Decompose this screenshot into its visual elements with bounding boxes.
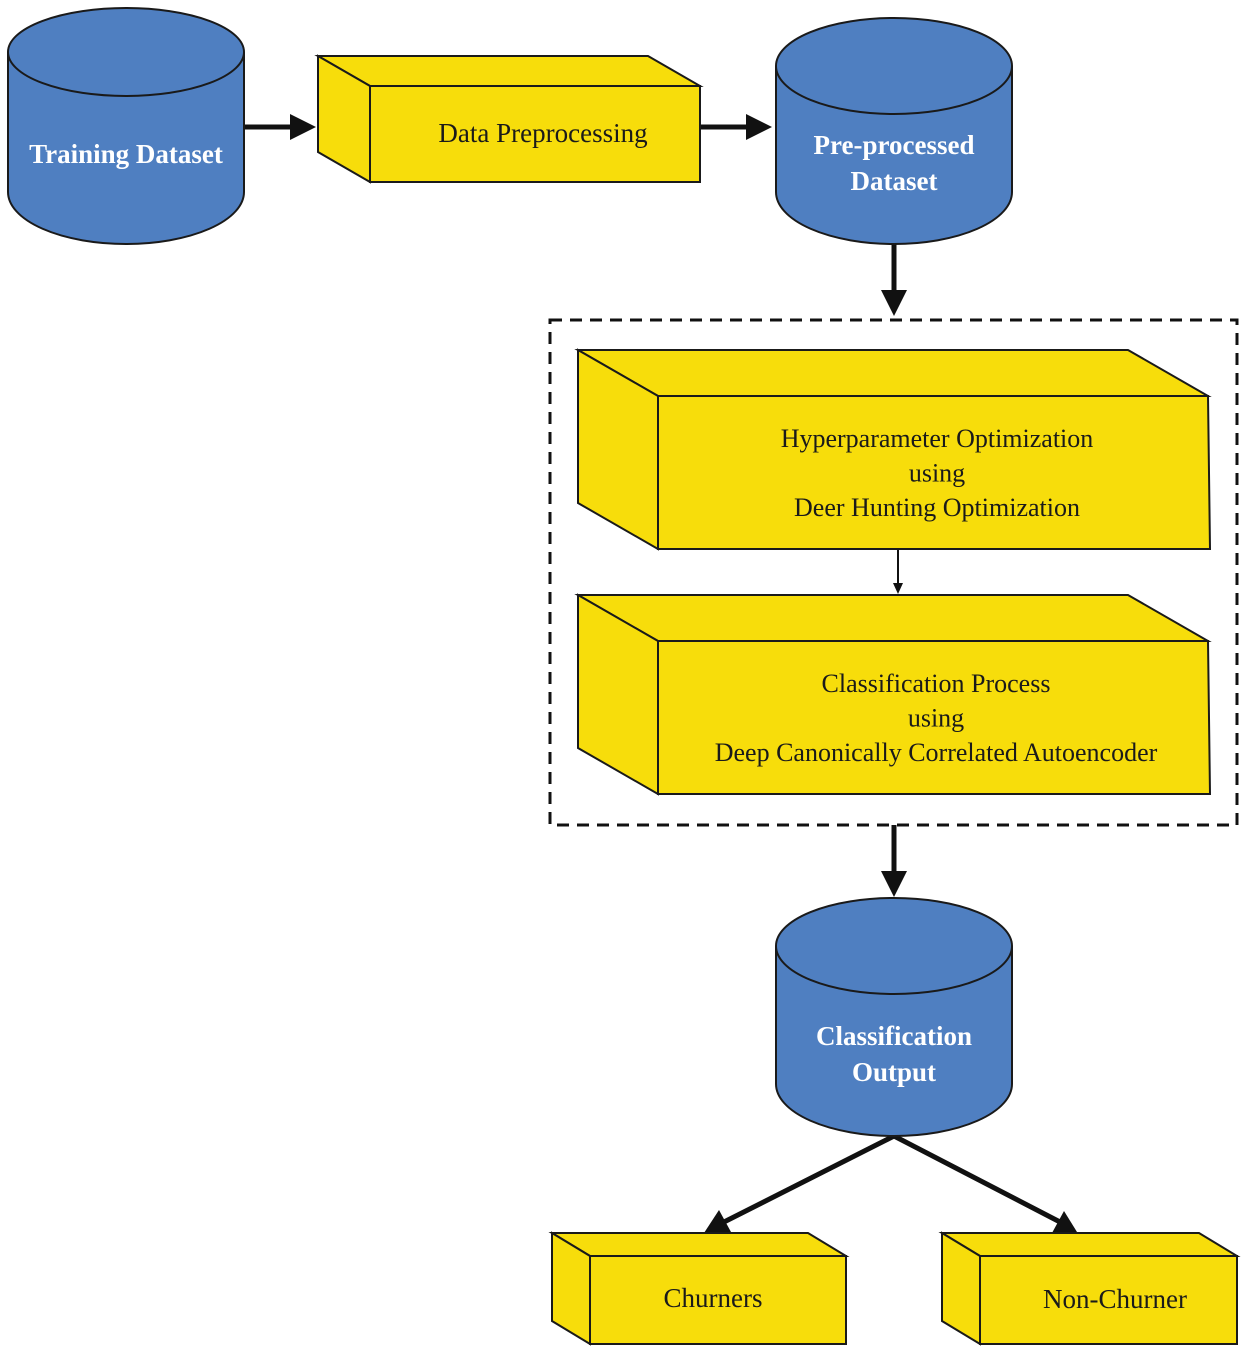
label-line: Classification <box>816 1021 972 1051</box>
arrow-output-to-churners <box>704 1133 896 1233</box>
arrow-training-to-preprocessing <box>244 114 316 140</box>
churners-label: Churners <box>664 1283 763 1313</box>
training-dataset-cylinder: Training Dataset <box>7 7 245 245</box>
label-line: using <box>908 704 964 733</box>
label-line: Dataset <box>851 166 938 196</box>
arrow-preprocessed-to-optimization-group <box>881 244 907 316</box>
label-line: Data Preprocessing <box>438 118 647 148</box>
label-line: Hyperparameter Optimization <box>781 424 1094 453</box>
non-churner-label: Non-Churner <box>1043 1284 1187 1314</box>
arrow-preprocessing-to-preprocessed-dataset <box>700 114 772 140</box>
arrow-group-to-classification-output <box>881 825 907 897</box>
label-line: Non-Churner <box>1043 1284 1187 1314</box>
data-preprocessing-label: Data Preprocessing <box>438 118 647 148</box>
label-line: Pre-processed <box>814 130 975 160</box>
label-line: Churners <box>664 1283 763 1313</box>
training-dataset-label: Training Dataset <box>29 139 223 169</box>
arrow-output-to-non-churner <box>892 1133 1077 1233</box>
arrow-optimization-to-classification <box>893 550 903 594</box>
churners-box: Churners <box>548 1231 850 1346</box>
label-line: using <box>909 459 965 488</box>
label-line: Deep Canonically Correlated Autoencoder <box>715 738 1158 767</box>
label-line: Deer Hunting Optimization <box>794 493 1080 522</box>
label-line: Output <box>852 1057 936 1087</box>
data-preprocessing-box: Data Preprocessing <box>314 54 704 184</box>
connectors <box>244 114 1077 1233</box>
label-line: Training Dataset <box>29 139 223 169</box>
optimization-group-boundary <box>548 318 1239 827</box>
non-churner-box: Non-Churner <box>938 1231 1241 1346</box>
label-line: Classification Process <box>822 669 1051 698</box>
